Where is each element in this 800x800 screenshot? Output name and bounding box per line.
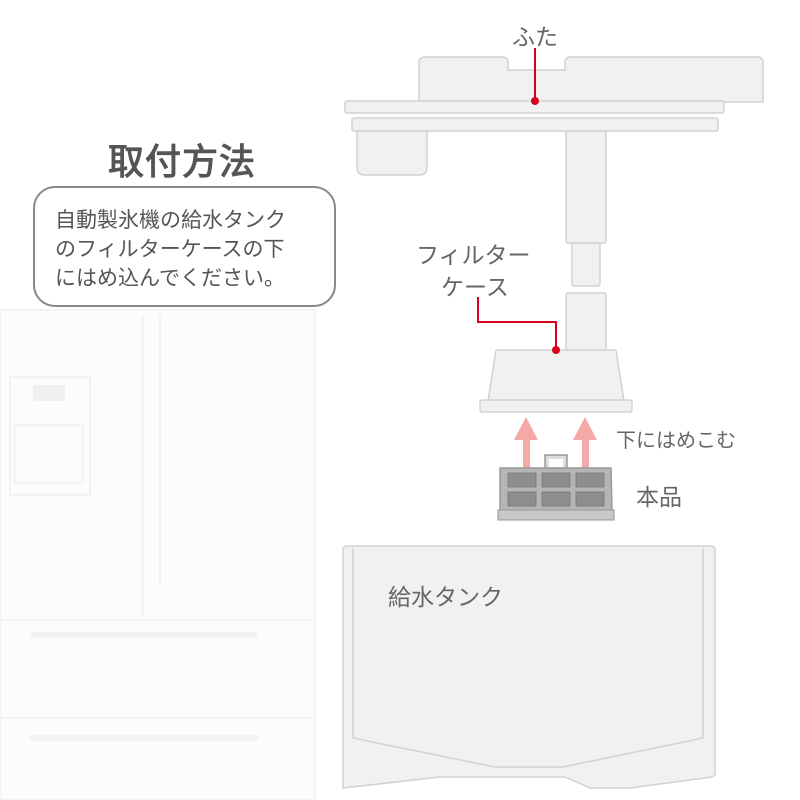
lid-cup — [356, 130, 428, 176]
leader-lines — [477, 48, 557, 350]
instruction-line: のフィルターケースの下 — [55, 237, 285, 261]
refrigerator-background — [0, 309, 316, 800]
pipe-narrow — [571, 242, 601, 287]
lid-plate-lower — [351, 117, 719, 132]
filter-case — [487, 349, 625, 402]
lid-label: ふた — [512, 25, 558, 51]
water-tank-inner — [352, 548, 704, 768]
insert-arrows — [514, 417, 597, 476]
filter-case-marker — [552, 346, 560, 354]
water-tank-label: 給水タンク — [388, 585, 503, 611]
product-label: 本品 — [636, 485, 682, 511]
page-title: 取付方法 — [108, 142, 257, 183]
pipe-lower — [565, 292, 607, 352]
lid-marker — [531, 97, 539, 105]
water-tank — [342, 545, 716, 789]
instruction-callout: 自動製氷機の給水タンク のフィルターケースの下 にはめ込んでください。 — [33, 186, 336, 307]
pipe-upper — [565, 130, 607, 244]
lid-top — [418, 56, 764, 103]
filter-case-base — [479, 399, 633, 413]
filter-case-label-line1: フィルター — [416, 243, 531, 269]
instruction-line: 自動製氷機の給水タンク — [55, 208, 286, 232]
insert-instruction-label: 下にはめこむ — [616, 428, 736, 452]
filter-case-label-line2: ケース — [441, 275, 509, 301]
filter-product — [497, 454, 615, 521]
instruction-line: にはめ込んでください。 — [55, 266, 285, 290]
